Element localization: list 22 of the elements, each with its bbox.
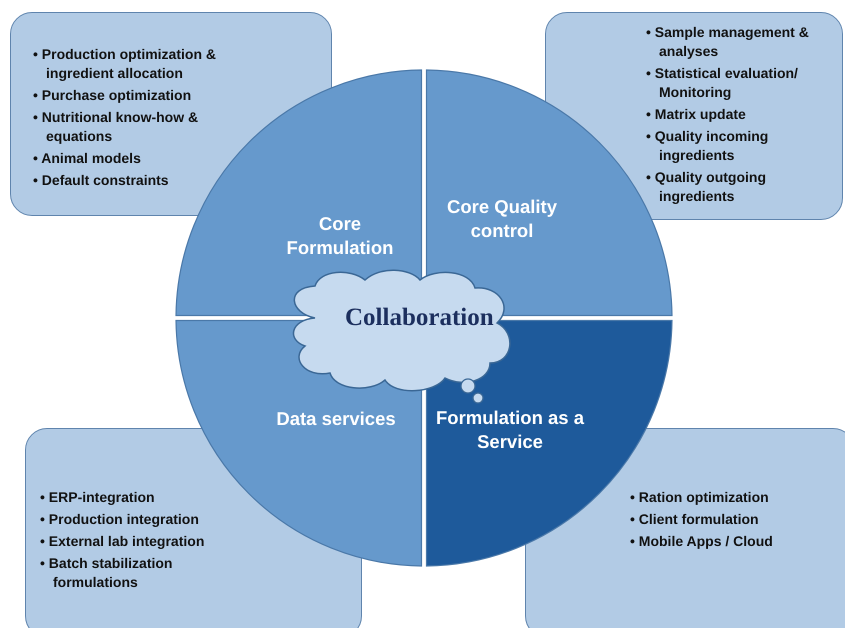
bullet-item: • ERP-integration — [40, 488, 156, 507]
bullet-item: • Purchase optimization — [33, 86, 192, 105]
bullet-item: • Batch stabilization formulations — [40, 554, 174, 592]
bullet-item: • Ration optimization — [630, 488, 770, 507]
segment-title: Formulation as a Service — [434, 406, 586, 454]
bullet-item: • Production integration — [40, 510, 200, 529]
bullet-item: • Statistical evaluation/ Monitoring — [646, 64, 799, 102]
bullet-item: • Animal models — [33, 149, 142, 168]
bullet-item: • External lab integration — [40, 532, 206, 551]
bullet-item: • Quality incoming ingredients — [646, 127, 770, 165]
bullet-item: • Mobile Apps / Cloud — [630, 532, 774, 551]
bullet-item: • Default constraints — [33, 171, 170, 190]
cloud-title: Collaboration — [345, 304, 494, 332]
bullet-item: • Quality outgoing ingredients — [646, 168, 767, 206]
bullet-item: • Nutritional know-how & equations — [33, 108, 200, 146]
segment-title: Data services — [275, 407, 397, 431]
bullet-item: • Sample management & analyses — [646, 23, 810, 61]
bullet-item: • Matrix update — [646, 105, 747, 124]
segment-title: Core Formulation — [286, 212, 394, 260]
segment-title: Core Quality control — [446, 195, 558, 243]
bullet-item: • Production optimization & ingredient allocation — [33, 45, 217, 83]
bullet-item: • Client formulation — [630, 510, 760, 529]
